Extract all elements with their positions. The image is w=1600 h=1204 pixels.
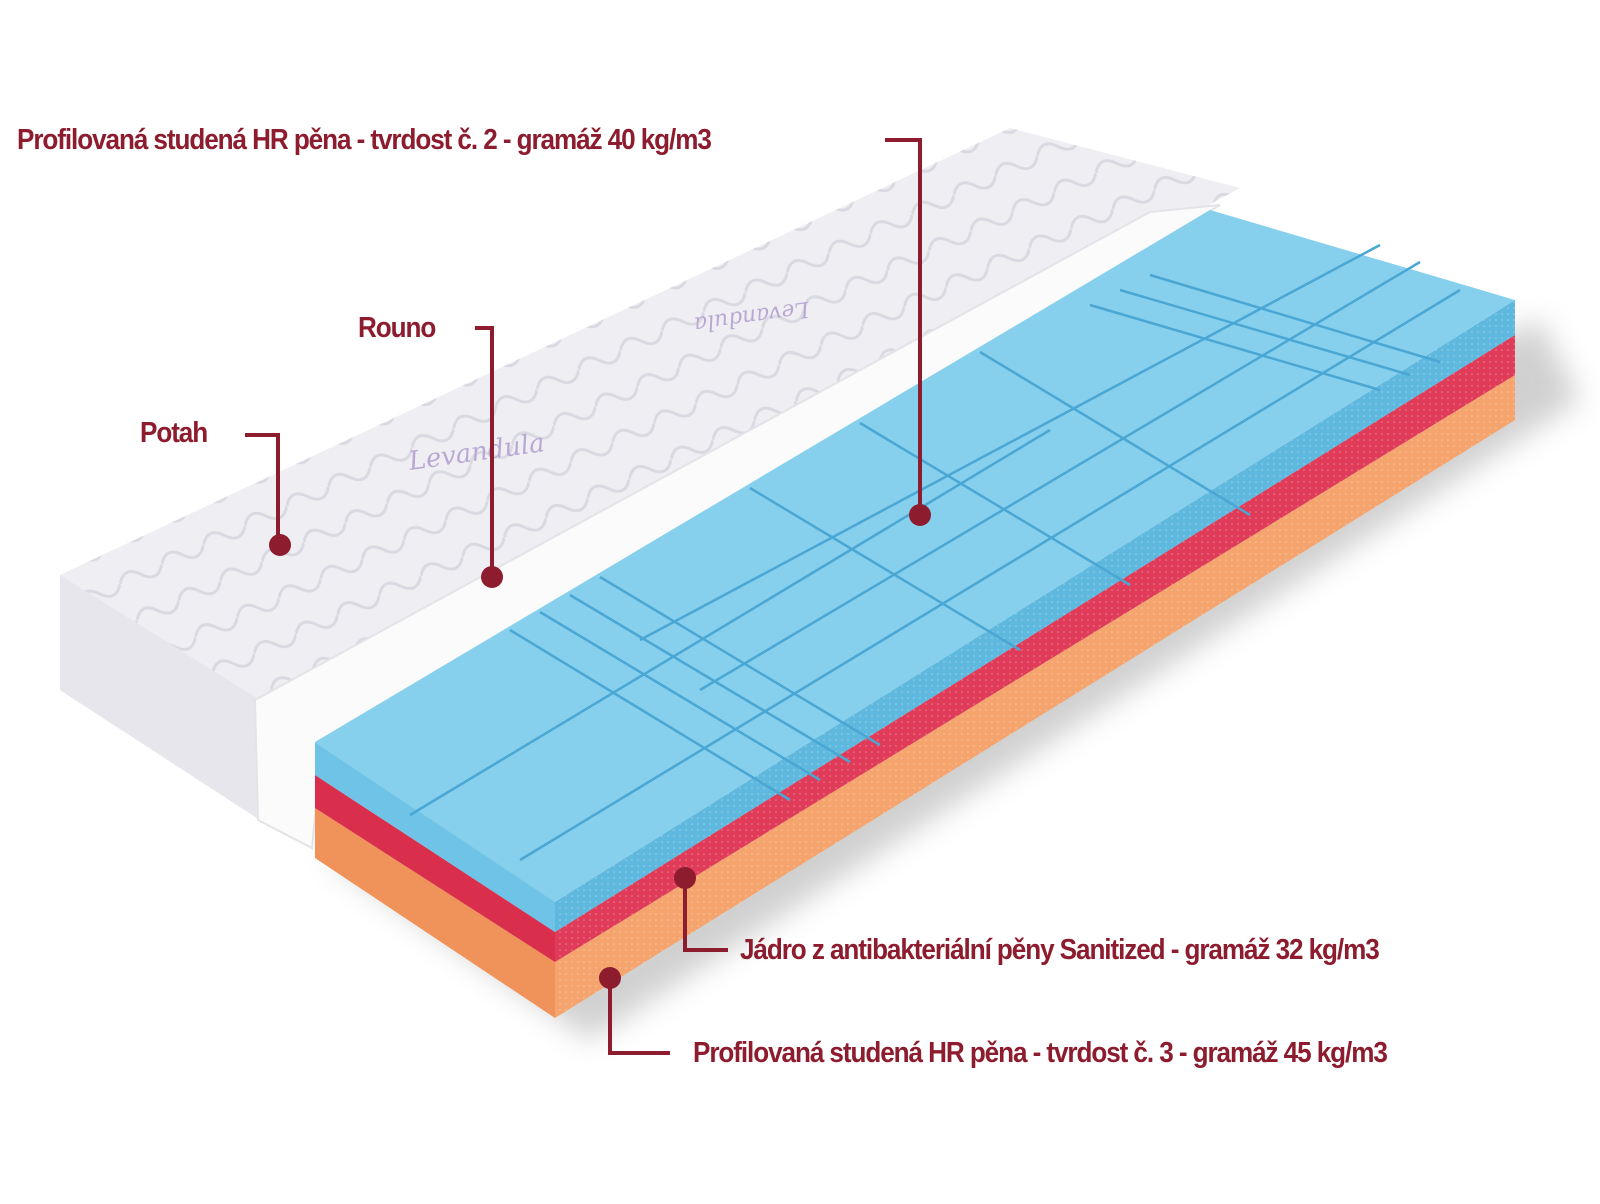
callout-dot-top-foam	[909, 504, 931, 526]
callout-dot-potah	[269, 534, 291, 556]
callout-dot-bottom-foam	[599, 967, 621, 989]
label-core: Jádro z antibakteriální pěny Sanitized -…	[740, 934, 1380, 966]
callout-dot-core	[674, 867, 696, 889]
label-bottom-foam: Profilovaná studená HR pěna - tvrdost č.…	[693, 1037, 1388, 1069]
red-core-end	[315, 775, 555, 962]
orange-foam-end	[315, 808, 555, 1018]
blue-foam-top	[315, 210, 1515, 902]
callout-dot-rouno	[481, 566, 503, 588]
label-potah: Potah	[140, 417, 208, 449]
label-rouno: Rouno	[358, 312, 436, 344]
blue-foam-end	[315, 742, 555, 932]
callout-lines	[245, 138, 922, 1055]
label-top-foam: Profilovaná studená HR pěna - tvrdost č.…	[17, 124, 712, 156]
